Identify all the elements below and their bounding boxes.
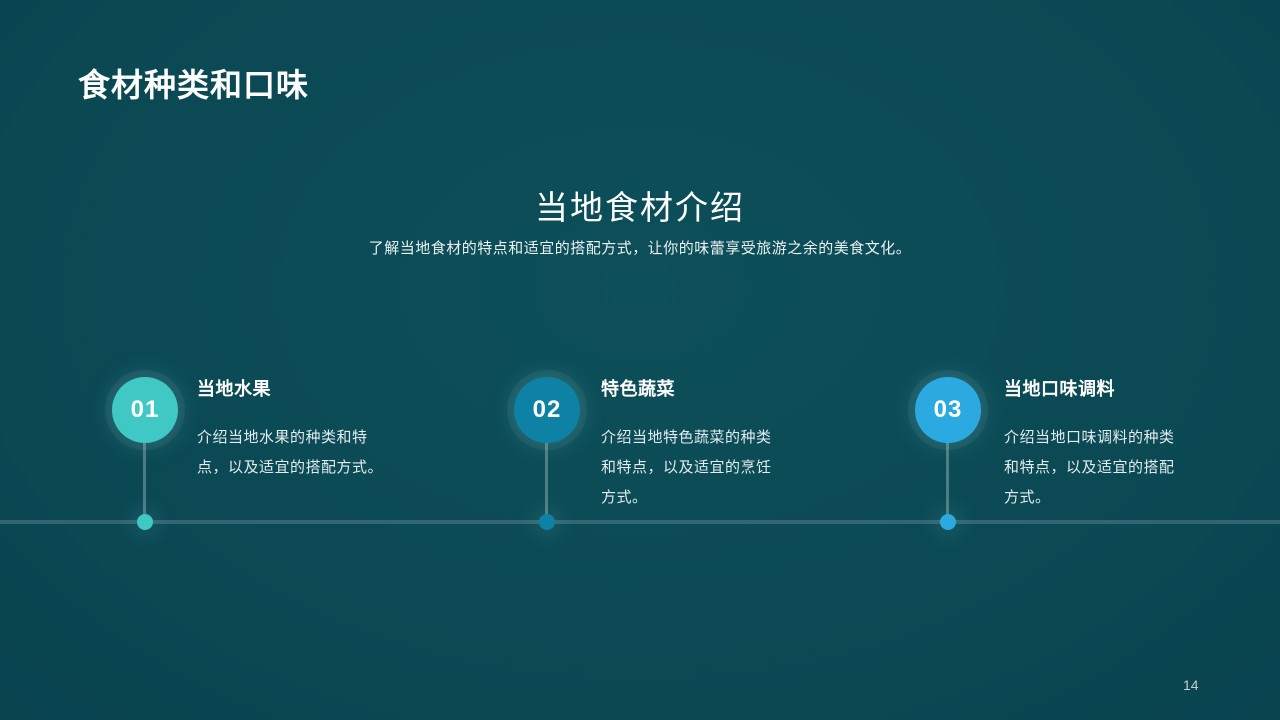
section-subtitle: 了解当地食材的特点和适宜的搭配方式，让你的味蕾享受旅游之余的美食文化。 <box>368 240 912 257</box>
step-title-2: 特色蔬菜 <box>601 379 675 399</box>
page-number: 14 <box>1183 677 1199 693</box>
timeline-stem-2 <box>545 443 548 522</box>
step-title-3: 当地口味调料 <box>1004 379 1115 399</box>
step-text-2: 特色蔬菜 介绍当地特色蔬菜的种类 和特点，以及适宜的烹饪 方式。 <box>601 375 811 513</box>
step-number-badge-3: 03 <box>915 377 981 443</box>
timeline-baseline <box>0 520 1280 524</box>
slide-title: 食材种类和口味 <box>78 67 310 103</box>
step-number-3: 03 <box>933 396 963 423</box>
step-description-3: 介绍当地口味调料的种类 和特点，以及适宜的搭配 方式。 <box>1004 429 1175 506</box>
step-text-3: 当地口味调料 介绍当地口味调料的种类 和特点，以及适宜的搭配 方式。 <box>1004 375 1214 513</box>
step-number-1: 01 <box>130 396 160 423</box>
step-title-1: 当地水果 <box>197 379 271 399</box>
step-description-2: 介绍当地特色蔬菜的种类 和特点，以及适宜的烹饪 方式。 <box>601 429 772 506</box>
step-description-1: 介绍当地水果的种类和特 点，以及适宜的搭配方式。 <box>197 429 384 476</box>
step-text-1: 当地水果 介绍当地水果的种类和特 点，以及适宜的搭配方式。 <box>197 375 407 483</box>
timeline-stem-3 <box>946 443 949 522</box>
step-number-badge-1: 01 <box>112 377 178 443</box>
timeline-stem-1 <box>143 443 146 522</box>
step-number-badge-2: 02 <box>514 377 580 443</box>
section-heading: 当地食材介绍 <box>535 189 745 226</box>
step-number-2: 02 <box>532 396 562 423</box>
